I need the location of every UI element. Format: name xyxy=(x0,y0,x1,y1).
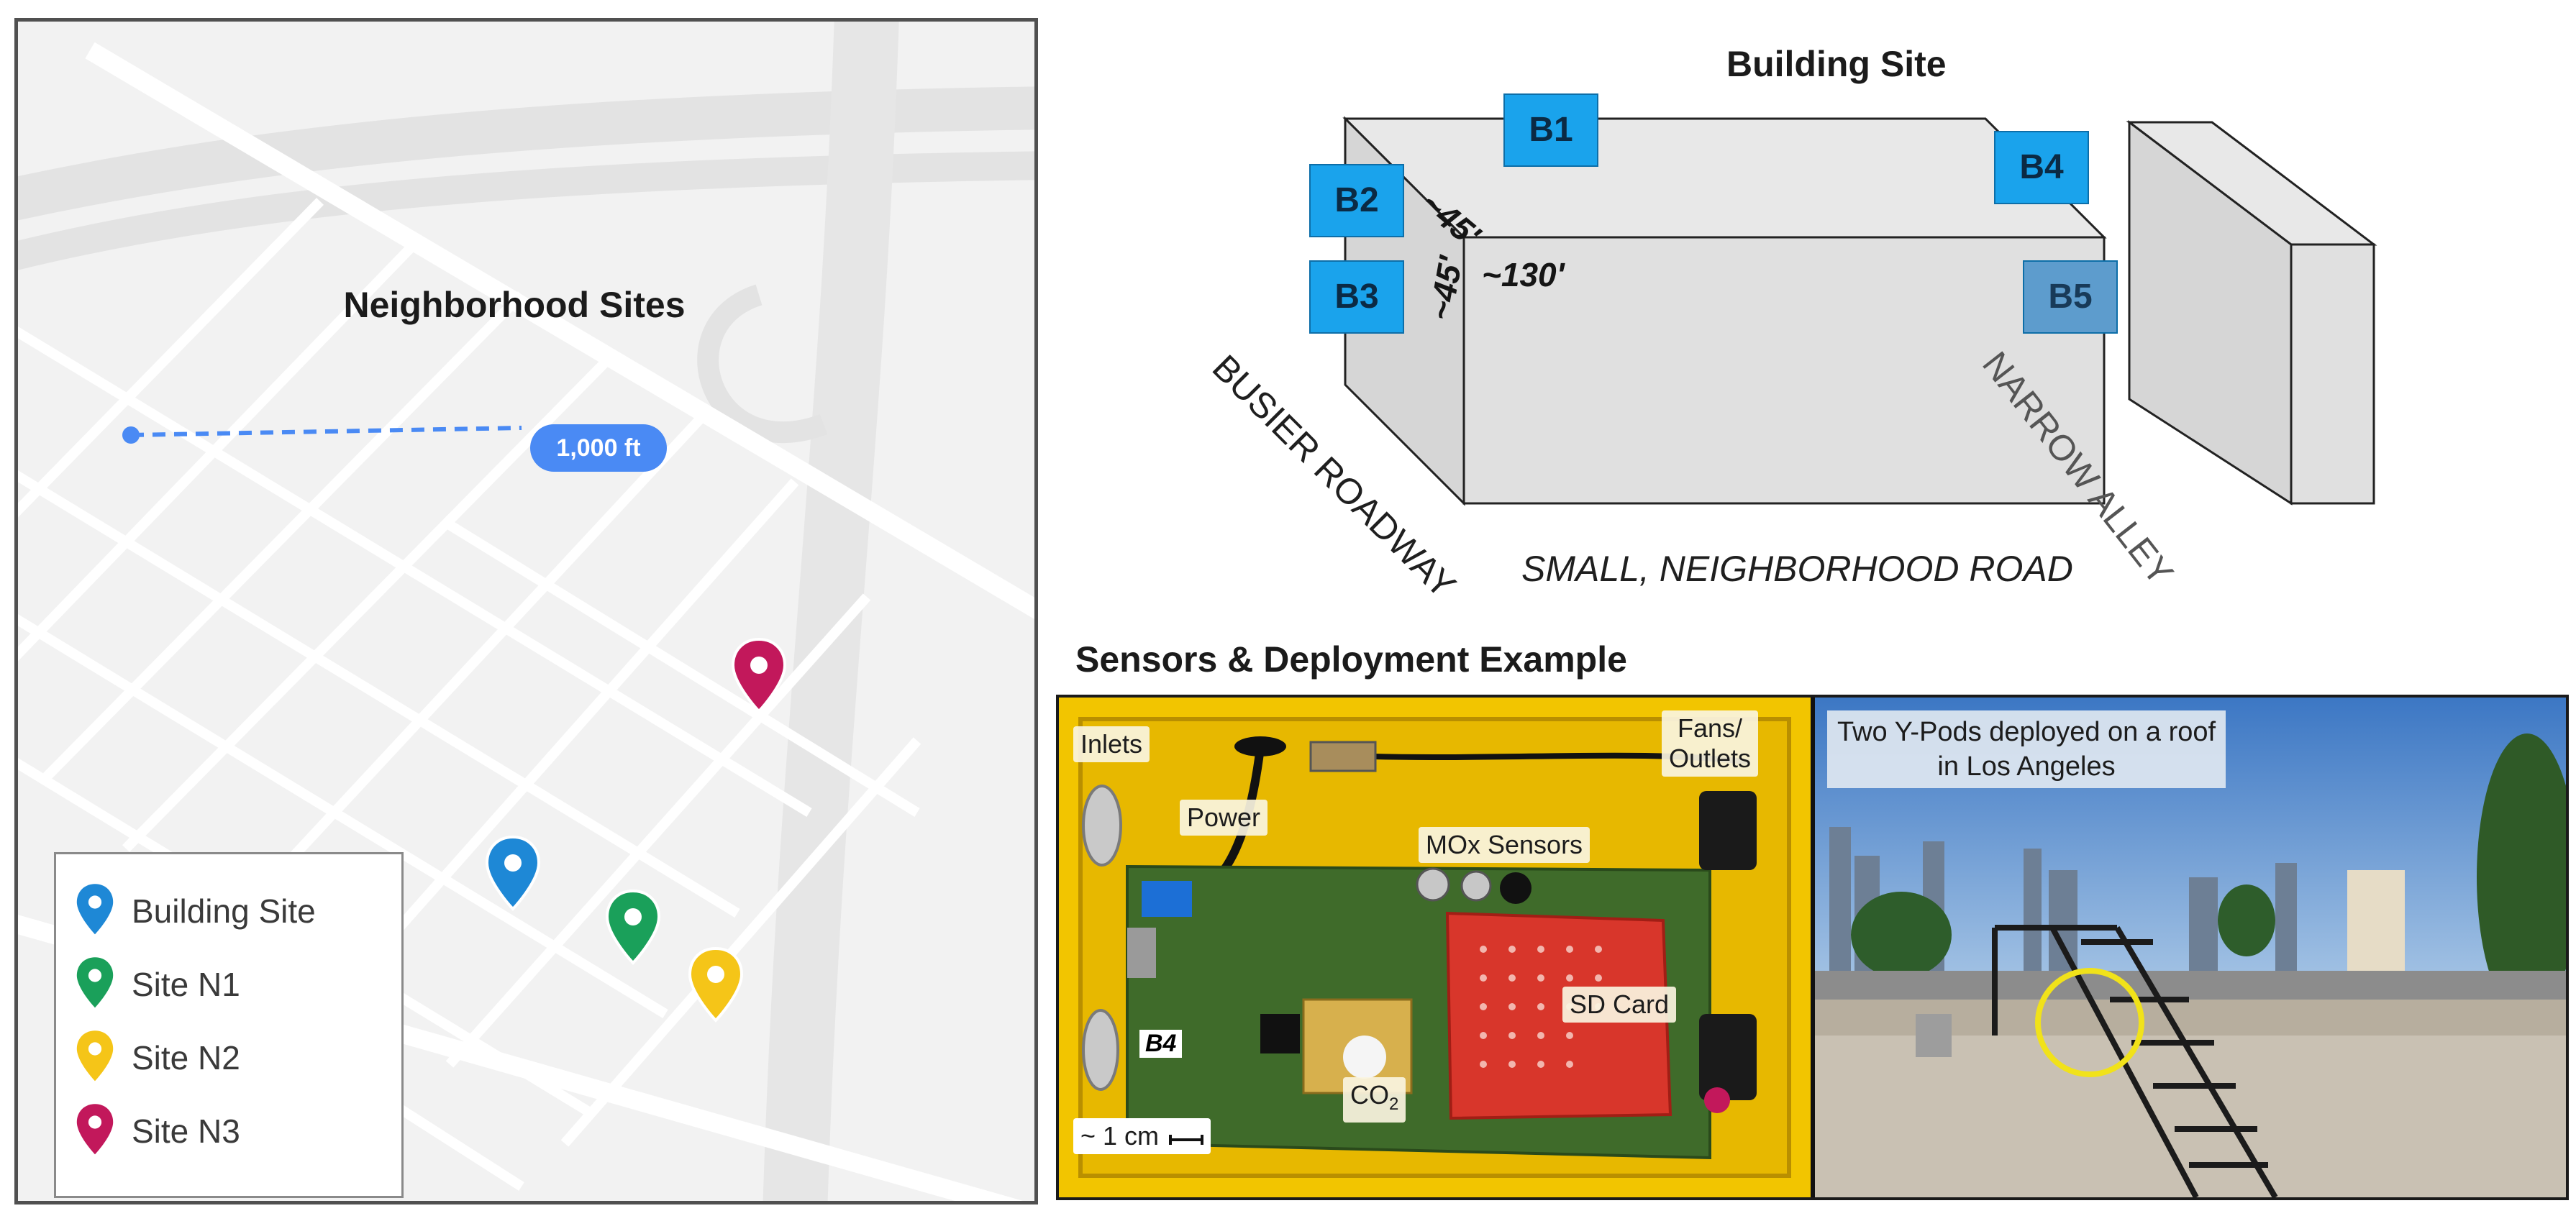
tag-b3: B3 xyxy=(1309,260,1404,334)
sensors-photo-panel: Inlets Power Fans/ Outlets MOx Sensors S… xyxy=(1056,695,2569,1200)
map-legend: Building Site Site N1 Site N2 Site N3 xyxy=(54,852,404,1198)
board-b4-label: B4 xyxy=(1139,1030,1183,1058)
sensor-board-photo xyxy=(1059,698,1811,1197)
tag-b4: B4 xyxy=(1994,131,2089,204)
pin-site-n3-icon[interactable] xyxy=(730,636,788,716)
neighborhood-map: Neighborhood Sites 1,000 ft Building Sit… xyxy=(14,18,1038,1204)
pin-site-n1-icon[interactable] xyxy=(604,888,662,967)
legend-site-n3-icon xyxy=(76,1104,114,1155)
tag-b1: B1 xyxy=(1503,93,1598,167)
scale-bar-icon xyxy=(1169,1135,1204,1145)
rooftop-caption: Two Y-Pods deployed on a roof in Los Ang… xyxy=(1827,710,2226,788)
callout-power: Power xyxy=(1180,800,1268,836)
pin-building-site-icon[interactable] xyxy=(484,834,542,913)
callout-inlets: Inlets xyxy=(1073,726,1150,762)
scale-label-text: ~ 1 cm xyxy=(1080,1121,1160,1151)
scale-label: 1,000 ft xyxy=(530,424,667,472)
callout-mox-sensors: MOx Sensors xyxy=(1419,827,1590,863)
photo-divider xyxy=(1811,698,1815,1197)
map-title: Neighborhood Sites xyxy=(343,285,686,325)
building-diagram xyxy=(1342,116,2377,506)
callout-scale: ~ 1 cm xyxy=(1073,1118,1211,1154)
dim-length: ~130' xyxy=(1482,256,1565,293)
legend-building-site-icon xyxy=(76,884,114,935)
callout-sd-card: SD Card xyxy=(1562,987,1677,1023)
co2-label: CO xyxy=(1350,1080,1389,1110)
legend-site-n1-icon xyxy=(76,957,114,1008)
legend-label-site-n1: Site N1 xyxy=(132,966,240,1003)
pin-site-n2-icon[interactable] xyxy=(687,946,745,1025)
sensors-title: Sensors & Deployment Example xyxy=(1075,639,1627,680)
legend-label-building-site: Building Site xyxy=(132,892,316,930)
co2-subscript: 2 xyxy=(1389,1094,1399,1115)
building-site-title: Building Site xyxy=(1726,44,1947,84)
legend-label-site-n3: Site N3 xyxy=(132,1112,240,1150)
callout-co2: CO2 xyxy=(1343,1077,1406,1123)
callout-fans-outlets: Fans/ Outlets xyxy=(1662,710,1759,777)
legend-label-site-n2: Site N2 xyxy=(132,1039,240,1076)
tag-b5: B5 xyxy=(2023,260,2118,334)
legend-site-n2-icon xyxy=(76,1030,114,1082)
road-small: SMALL, NEIGHBORHOOD ROAD xyxy=(1521,549,2073,589)
tag-b2: B2 xyxy=(1309,164,1404,237)
